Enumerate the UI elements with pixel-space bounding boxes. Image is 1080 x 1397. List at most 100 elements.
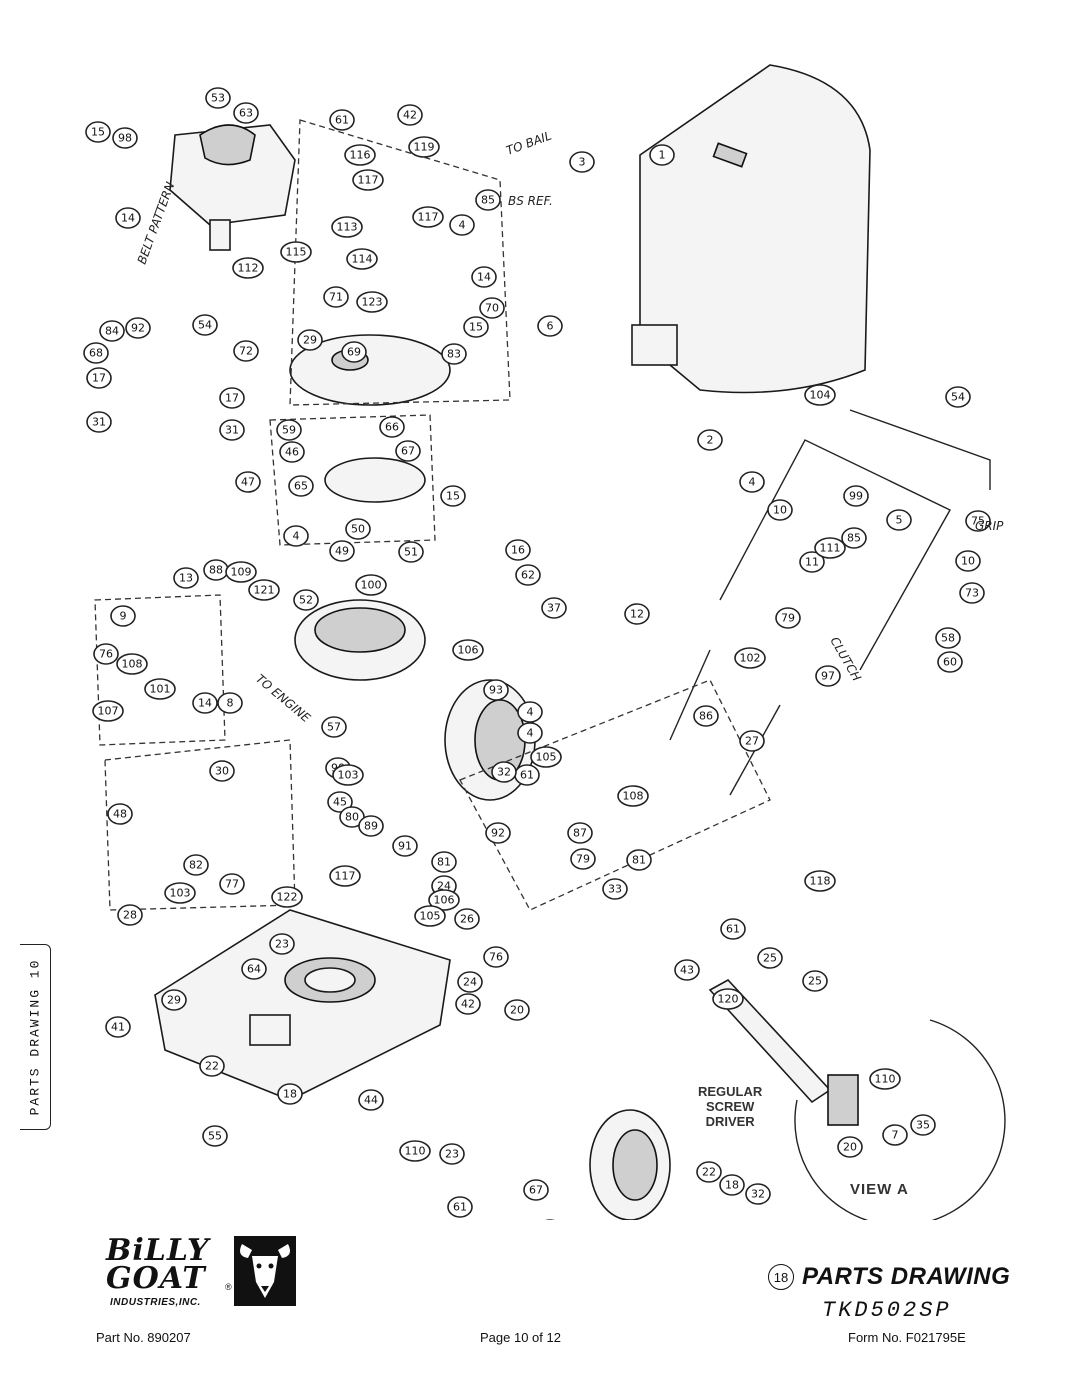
callout-number: 100 — [361, 579, 382, 592]
part-callout: 20 — [837, 1136, 863, 1158]
callout-bubble — [233, 340, 259, 362]
callout-bubble — [355, 574, 387, 596]
fan-housing — [289, 334, 451, 681]
callout-number: 53 — [211, 92, 225, 105]
callout-bubble — [440, 485, 466, 507]
part-callout: 18 — [277, 1083, 303, 1105]
part-callout: 59 — [276, 419, 302, 441]
part-callout: 14 — [115, 207, 141, 229]
logo-registered-mark: ® — [225, 1282, 232, 1292]
part-callout: 12 — [624, 603, 650, 625]
part-callout: 61 — [329, 109, 355, 131]
callout-number: 121 — [254, 584, 275, 597]
part-callout: 105 — [414, 905, 446, 927]
callout-number: 25 — [763, 952, 777, 965]
callout-number: 12 — [630, 608, 644, 621]
callout-number: 97 — [821, 670, 835, 683]
callout-bubble — [232, 257, 264, 279]
part-callout: 47 — [235, 471, 261, 493]
billy-goat-logo: BiLLY GOAT ® INDUSTRIES,INC. — [106, 1236, 296, 1312]
callout-bubble — [471, 266, 497, 288]
callout-bubble — [447, 1196, 473, 1218]
callout-number: 107 — [98, 705, 119, 718]
callout-bubble — [720, 918, 746, 940]
callout-bubble — [173, 567, 199, 589]
callout-bubble — [115, 207, 141, 229]
part-callout: 54 — [192, 314, 218, 336]
grip-note: GRIP — [975, 519, 1004, 533]
part-callout: 117 — [329, 865, 361, 887]
callout-bubble — [624, 603, 650, 625]
screwdriver-label-line: SCREW — [705, 1099, 755, 1114]
callout-bubble — [739, 471, 765, 493]
callout-bubble — [92, 700, 124, 722]
callout-number: 8 — [227, 697, 234, 710]
callout-number: 20 — [843, 1141, 857, 1154]
part-callout: 106 — [452, 639, 484, 661]
callout-bubble — [86, 367, 112, 389]
part-callout: 108 — [116, 653, 148, 675]
callout-bubble — [745, 1183, 771, 1205]
part-callout: 106 — [428, 889, 460, 911]
callout-number: 123 — [362, 296, 383, 309]
screwdriver-label: REGULAR SCREW DRIVER — [698, 1084, 762, 1129]
callout-number: 3 — [579, 156, 586, 169]
part-callout: 1 — [649, 144, 675, 166]
engine-assembly — [169, 124, 296, 251]
bs-ref-note: BS REF. — [508, 194, 553, 208]
part-callout: 108 — [617, 785, 649, 807]
callout-bubble — [569, 151, 595, 173]
part-callout: 16 — [505, 539, 531, 561]
part-callout: 92 — [125, 317, 151, 339]
part-callout: 83 — [441, 343, 467, 365]
callout-bubble — [712, 988, 744, 1010]
part-callout: 98 — [112, 127, 138, 149]
callout-bubble — [352, 169, 384, 191]
callout-number: 4 — [459, 219, 466, 232]
callout-number: 106 — [458, 644, 479, 657]
callout-bubble — [815, 665, 841, 687]
callout-bubble — [205, 87, 231, 109]
callout-bubble — [959, 582, 985, 604]
part-callout: 99 — [843, 485, 869, 507]
callout-number: 114 — [352, 253, 373, 266]
view-a-detail — [708, 978, 1006, 1227]
callout-bubble — [356, 291, 388, 313]
callout-number: 93 — [489, 684, 503, 697]
part-callout: 75 — [965, 510, 991, 532]
callout-bubble — [841, 527, 867, 549]
callout-bubble — [414, 905, 446, 927]
callout-bubble — [626, 849, 652, 871]
callout-bubble — [331, 216, 363, 238]
part-callout: 89 — [358, 815, 384, 837]
callout-bubble — [279, 441, 305, 463]
callout-bubble — [125, 317, 151, 339]
callout-bubble — [280, 241, 312, 263]
callout-number: 14 — [121, 212, 135, 225]
callout-number: 27 — [745, 735, 759, 748]
callout-bubble — [734, 647, 766, 669]
callout-number: 18 — [283, 1088, 297, 1101]
callout-number: 42 — [403, 109, 417, 122]
callout-bubble — [332, 764, 364, 786]
callout-bubble — [696, 1161, 722, 1183]
callout-bubble — [697, 429, 723, 451]
callout-bubble — [117, 904, 143, 926]
callout-number: 58 — [941, 632, 955, 645]
part-callout: 32 — [491, 761, 517, 783]
part-callout: 67 — [395, 440, 421, 462]
side-tab-label: PARTS DRAWING 10 — [27, 958, 43, 1116]
part-callout: 107 — [92, 700, 124, 722]
callout-bubble — [505, 539, 531, 561]
callout-bubble — [804, 384, 836, 406]
part-callout: 120 — [712, 988, 744, 1010]
callout-number: 24 — [437, 880, 451, 893]
callout-bubble — [431, 851, 457, 873]
part-callout: 76 — [93, 643, 119, 665]
part-callout: 60 — [937, 651, 963, 673]
callout-bubble — [483, 946, 509, 968]
part-callout: 25 — [757, 947, 783, 969]
part-callout: 117 — [352, 169, 384, 191]
part-callout: 24 — [457, 971, 483, 993]
callout-number: 110 — [405, 1145, 426, 1158]
